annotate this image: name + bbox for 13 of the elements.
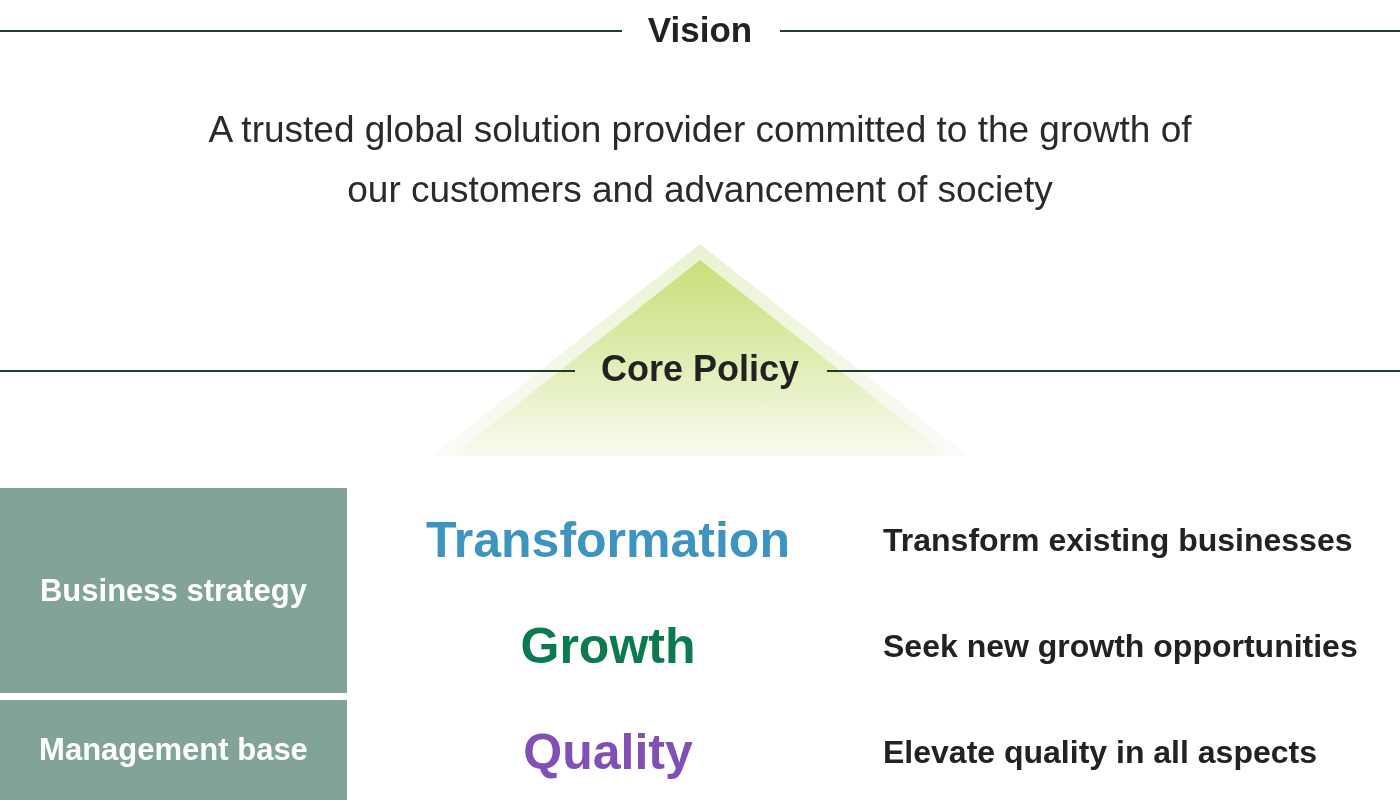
policy-keyword: Transformation	[425, 511, 791, 570]
category-box	[0, 700, 347, 800]
policy-description: Elevate quality in all aspects	[883, 733, 1317, 772]
category-label: Business strategy	[39, 571, 308, 610]
policy-keyword: Quality	[522, 723, 694, 782]
policy-keyword: Growth	[519, 617, 697, 676]
section-heading: Core Policy	[600, 349, 800, 389]
vision-statement: A trusted global solution provider committed to the growth of our customers and advancement of society	[207, 108, 1193, 212]
section-heading: Vision	[647, 10, 753, 50]
policy-description: Seek new growth opportunities	[883, 627, 1358, 666]
category-label: Management base	[39, 731, 308, 769]
policy-description: Transform existing businesses	[883, 521, 1353, 560]
category-box	[0, 488, 347, 693]
